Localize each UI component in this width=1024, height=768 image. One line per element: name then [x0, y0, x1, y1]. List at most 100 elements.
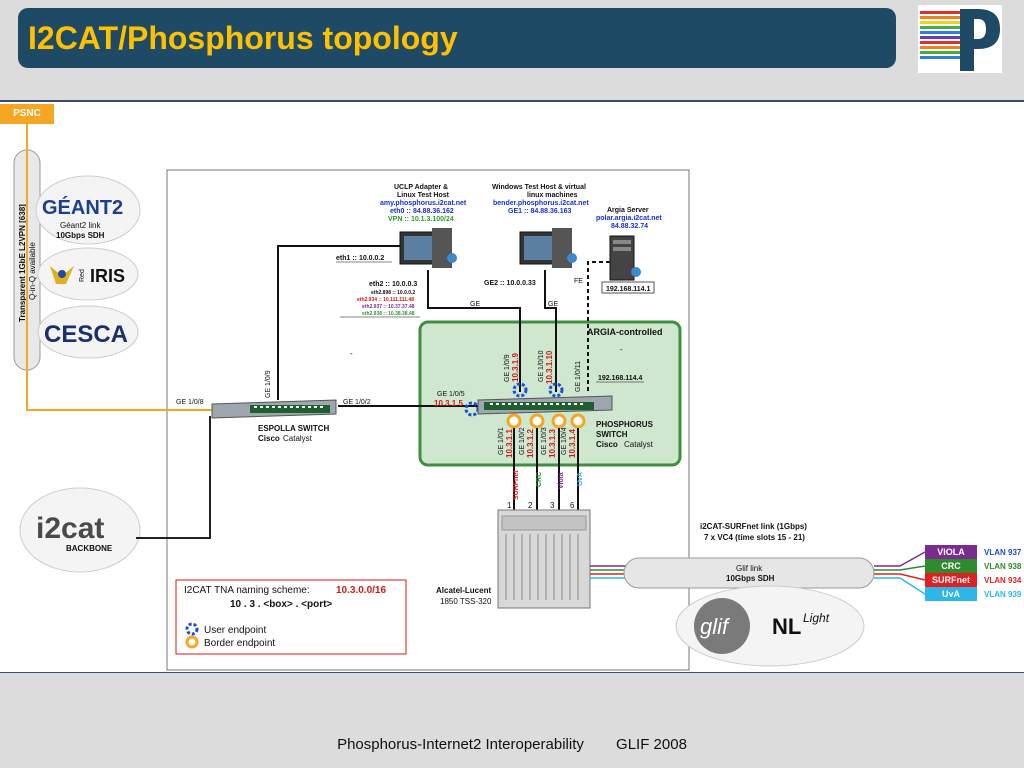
legend-title: I2CAT TNA naming scheme:	[184, 585, 310, 596]
header-divider	[0, 100, 1024, 102]
espolla-type: Catalyst	[283, 434, 313, 443]
ge102-label: GE 1/0/2	[343, 399, 371, 406]
surfnet-link-l2: 7 x VC4 (time slots 15 - 21)	[704, 533, 805, 542]
eth1-label: eth1 :: 10.0.0.2	[336, 255, 384, 262]
geant-logo: GÉANT2	[42, 196, 123, 219]
net-crc: CRC	[536, 472, 543, 487]
addr-bot-4: 10.3.1.4	[568, 429, 577, 458]
glif-cloud: glif NL Light	[675, 585, 865, 667]
ge-a-label: GE	[470, 301, 480, 308]
net-uva: UvA	[577, 472, 584, 486]
addr-bot-1: 10.3.1.1	[505, 429, 514, 458]
border-endpoint-icon	[185, 635, 199, 649]
uclp-l2: Linux Test Host	[397, 192, 450, 199]
uclp-l3: amy.phosphorus.i2cat.net	[380, 200, 467, 207]
legend-scheme: 10 . 3 . <box> . <port>	[230, 599, 332, 610]
rediris-cloud: Red IRIS	[37, 247, 139, 301]
glif-tube-l2: 10Gbps SDH	[726, 574, 775, 583]
vlan-id: VLAN 937	[984, 548, 1022, 557]
page-title: I2CAT/Phosphorus topology	[28, 20, 458, 56]
vlan-uva: UvA VLAN 939	[925, 587, 1022, 601]
cesca-logo: CESCA	[44, 321, 128, 348]
user-endpoint-icon	[548, 382, 564, 398]
vlan-viola: VIOLA VLAN 937	[925, 545, 1022, 559]
border-endpoint-icon	[529, 413, 545, 429]
glif-tube	[623, 557, 875, 589]
title-bar: I2CAT/Phosphorus topology	[18, 8, 896, 68]
port-bot-3: GE 1/0/3	[541, 427, 548, 455]
eth2-label: eth2 :: 10.0.0.3	[369, 281, 417, 288]
eth2-r1: eth2.898 :: 10.0.0.2	[371, 290, 415, 296]
frame-dash: -	[350, 349, 353, 358]
phosphorus-logo-icon	[918, 5, 1002, 73]
ge105-port: GE 1/0/5	[437, 391, 465, 398]
ge2-link	[544, 270, 557, 392]
legend: I2CAT TNA naming scheme: 10.3.0.0/16 10 …	[175, 579, 407, 655]
rediris-small: Red	[79, 269, 86, 282]
i2cat-link	[136, 416, 211, 539]
border-endpoint-icon	[506, 413, 522, 429]
win-l3: bender.phosphorus.i2cat.net	[493, 200, 589, 207]
fe-label: FE	[574, 278, 583, 285]
fe-link	[587, 261, 610, 392]
win-l4: GE1 :: 84.88.36.163	[508, 208, 572, 215]
legend-border: Border endpoint	[204, 638, 275, 649]
footer-left: Phosphorus-Internet2 Interoperability	[337, 736, 584, 753]
vlan-crc: CRC VLAN 938	[925, 559, 1022, 573]
geant-line2: 10Gbps SDH	[56, 231, 105, 240]
phos-switch-l2: SWITCH	[596, 430, 628, 439]
addr-top-1: 10.3.1.9	[511, 353, 520, 382]
vlan-id: VLAN 939	[984, 590, 1022, 599]
ge-b-label: GE	[548, 301, 558, 308]
port-bot-1: GE 1/0/1	[498, 427, 505, 455]
port-bot-4: GE 1/0/4	[561, 427, 568, 455]
psnc-link	[26, 124, 212, 411]
i2cat-sub: BACKBONE	[66, 544, 113, 553]
phos-switch-model: Cisco	[596, 440, 618, 449]
rediris-logo: IRIS	[90, 266, 125, 286]
vlan-name: CRC	[941, 561, 961, 571]
num-6: 6	[570, 501, 575, 510]
port-bot-2: GE 1/0/2	[519, 427, 526, 455]
uclp-l1: UCLP Adapter &	[394, 184, 448, 191]
vlan-name: UvA	[942, 589, 961, 599]
windows-host-icon	[519, 228, 577, 268]
phos-switch-type: Catalyst	[624, 440, 654, 449]
addr-top-2: 10.3.1.10	[545, 350, 554, 384]
vlan-id: VLAN 934	[984, 576, 1022, 585]
tube-label-1: Transparent 1GbE L2VPN [638]	[18, 204, 27, 322]
argia-server-ip: 192.168.114.1	[606, 286, 650, 293]
user-endpoint-icon	[512, 382, 528, 398]
num-2: 2	[528, 501, 533, 510]
alcatel-equipment-icon	[497, 509, 591, 609]
tube-label-2: Q-in-Q available	[28, 242, 37, 300]
legend-title-value: 10.3.0.0/16	[336, 585, 386, 596]
i2cat-cloud: i2cat BACKBONE	[19, 487, 141, 573]
geant-line1: Géant2 link	[60, 221, 101, 230]
eth2-r3: eth2.937 :: 10.37.37.48	[362, 304, 415, 310]
uclp-l4: eth0 :: 84.88.36.162	[390, 208, 454, 215]
i2cat-logo: i2cat	[36, 512, 104, 545]
argia-server-l3: 84.88.32.74	[611, 223, 648, 230]
vlan-id: VLAN 938	[984, 562, 1022, 571]
footer: Phosphorus-Internet2 Interoperability GL…	[0, 736, 1024, 753]
addr-bot-2: 10.3.1.2	[526, 429, 535, 458]
alcatel-name: Alcatel-Lucent	[436, 586, 491, 595]
port-top-1: GE 1/0/9	[504, 354, 511, 382]
eth1-link	[277, 245, 402, 400]
nl-logo: NL	[772, 614, 801, 639]
footer-divider	[0, 672, 1024, 673]
espolla-switch-icon	[211, 399, 337, 419]
glif-logo: glif	[700, 614, 731, 639]
vlan-surfnet: SURFnet VLAN 934	[925, 573, 1022, 587]
psnc-label: PSNC	[0, 104, 54, 124]
num-1: 1	[507, 501, 512, 510]
eth2-r2: eth2.934 :: 10.111.111.48	[357, 297, 414, 303]
argia-dash: -	[620, 345, 623, 354]
argia-label: ARGIA-controlled	[587, 327, 663, 337]
geant-cloud: GÉANT2 Géant2 link 10Gbps SDH	[35, 175, 141, 245]
eth2-r4: eth2.938 :: 10.38.38.48	[362, 311, 415, 317]
win-l2: linux machines	[527, 192, 578, 199]
rediris-icon	[50, 266, 74, 284]
surfnet-link-l1: i2CAT-SURFnet link (1Gbps)	[700, 522, 807, 531]
